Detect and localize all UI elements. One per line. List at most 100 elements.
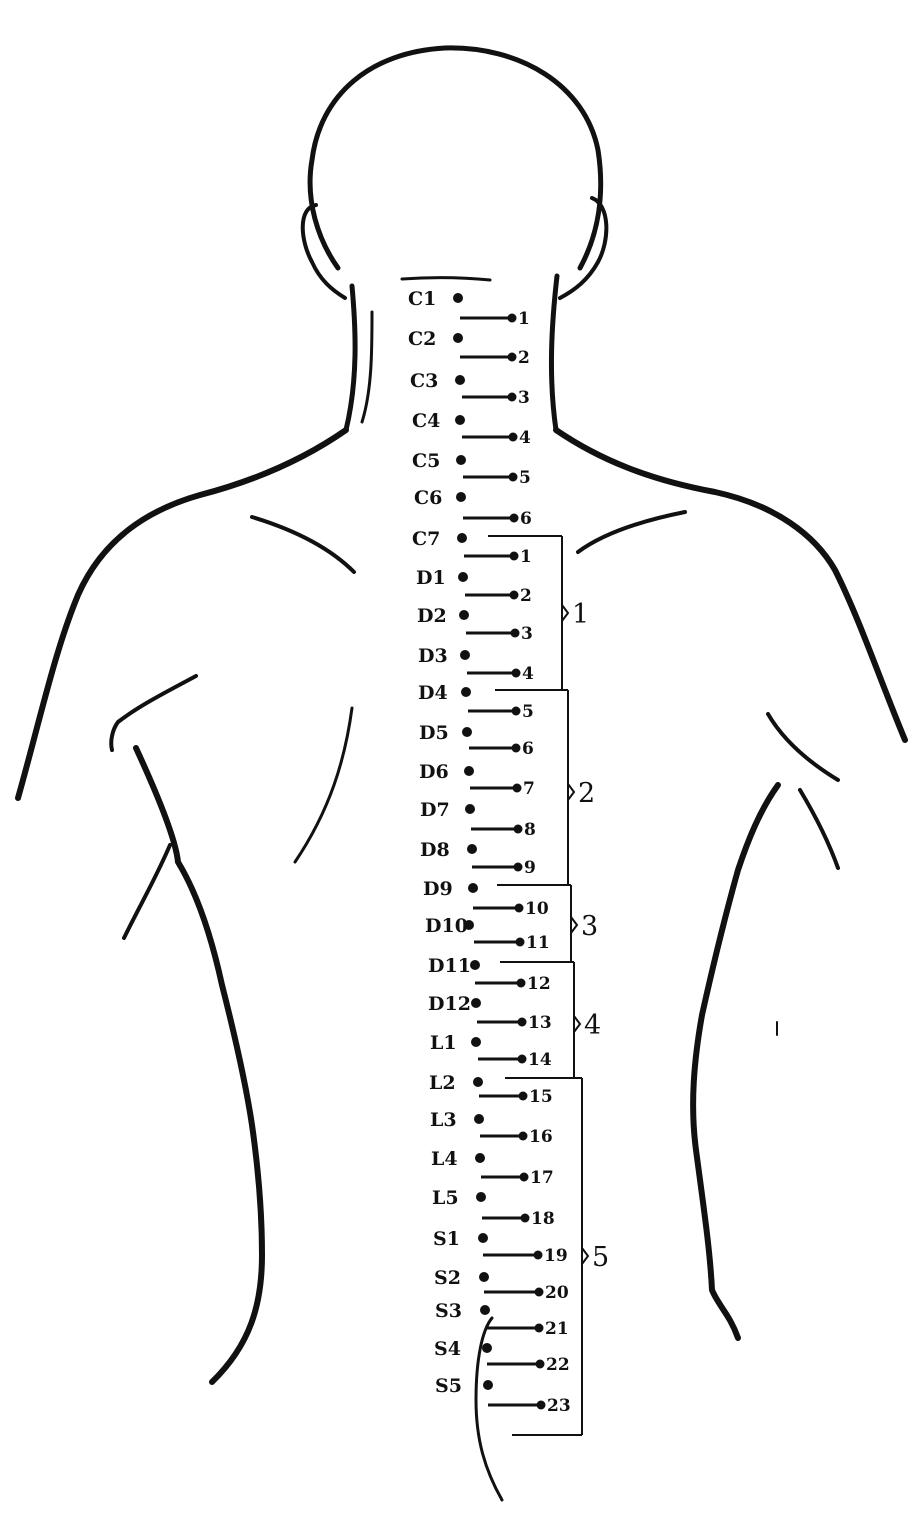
point-dot-21 <box>519 1092 528 1101</box>
vertebra-dot-l3 <box>474 1114 484 1124</box>
point-label-29: 23 <box>547 1396 571 1416</box>
point-dot-8 <box>510 591 519 600</box>
nape-line <box>402 278 490 280</box>
group-label-1: 1 <box>572 599 589 630</box>
point-dot-29 <box>537 1401 546 1410</box>
vertebra-label-c3: C3 <box>410 370 438 392</box>
point-dot-17 <box>516 938 525 947</box>
vertebra-label-l1: L1 <box>430 1032 457 1054</box>
point-label-7: 1 <box>520 547 532 567</box>
point-label-20: 14 <box>528 1050 552 1070</box>
point-label-14: 8 <box>524 820 536 840</box>
point-label-12: 6 <box>522 739 534 759</box>
neck-left-inner-line <box>362 312 372 422</box>
vertebra-dot-d11 <box>470 960 480 970</box>
vertebra-dot-d8 <box>467 844 477 854</box>
left-ear-outline <box>303 205 345 298</box>
point-dot-22 <box>519 1132 528 1141</box>
point-label-19: 13 <box>528 1013 552 1033</box>
group-label-2: 2 <box>578 778 595 809</box>
vertebra-dot-d9 <box>468 883 478 893</box>
vertebra-dot-s5 <box>483 1380 493 1390</box>
vertebra-dot-c1 <box>453 293 463 303</box>
point-label-2: 2 <box>518 348 530 368</box>
point-dot-20 <box>518 1055 527 1064</box>
point-label-10: 4 <box>522 664 534 684</box>
vertebra-label-d1: D1 <box>416 567 446 589</box>
left-trapezius-line <box>252 517 354 572</box>
point-dot-18 <box>517 979 526 988</box>
neck-right-outline <box>551 276 557 430</box>
vertebra-label-c6: C6 <box>414 487 442 509</box>
point-label-13: 7 <box>523 779 535 799</box>
point-label-28: 22 <box>546 1355 570 1375</box>
vertebra-dot-s2 <box>479 1272 489 1282</box>
point-label-23: 17 <box>530 1168 554 1188</box>
point-label-5: 5 <box>519 468 531 488</box>
point-label-3: 3 <box>518 388 530 408</box>
right-shoulder-outline <box>556 430 905 740</box>
point-dot-24 <box>521 1214 530 1223</box>
point-dot-27 <box>535 1324 544 1333</box>
vertebra-label-l4: L4 <box>431 1148 458 1170</box>
point-dot-15 <box>514 863 523 872</box>
point-label-9: 3 <box>521 624 533 644</box>
point-label-6: 6 <box>520 509 532 529</box>
point-dot-6 <box>510 514 519 523</box>
vertebra-label-s4: S4 <box>434 1338 461 1360</box>
point-dot-16 <box>515 904 524 913</box>
head-outline <box>310 48 601 268</box>
body-outline <box>18 48 905 1500</box>
point-dot-26 <box>535 1288 544 1297</box>
vertebra-label-d8: D8 <box>420 839 450 861</box>
point-dot-13 <box>513 784 522 793</box>
spine-dots <box>453 293 493 1390</box>
point-label-27: 21 <box>545 1319 569 1339</box>
point-dot-5 <box>509 473 518 482</box>
vertebra-dot-d12 <box>471 998 481 1008</box>
point-label-16: 10 <box>525 899 549 919</box>
neck-left-outline <box>346 286 355 430</box>
left-shoulder-outline <box>18 430 346 798</box>
point-label-1: 1 <box>518 309 530 329</box>
point-dot-14 <box>514 825 523 834</box>
vertebra-label-l5: L5 <box>432 1187 459 1209</box>
vertebra-label-s3: S3 <box>435 1300 462 1322</box>
vertebra-label-d5: D5 <box>419 722 449 744</box>
vertebra-dot-c3 <box>455 375 465 385</box>
vertebra-label-d2: D2 <box>417 605 447 627</box>
vertebra-label-c7: C7 <box>412 528 440 550</box>
vertebra-dot-d7 <box>465 804 475 814</box>
vertebra-dot-d1 <box>458 572 468 582</box>
point-dot-1 <box>508 314 517 323</box>
point-dot-19 <box>518 1018 527 1027</box>
vertebra-dot-l1 <box>471 1037 481 1047</box>
vertebra-dot-c4 <box>455 415 465 425</box>
vertebra-label-l2: L2 <box>429 1072 456 1094</box>
vertebra-label-c5: C5 <box>412 450 440 472</box>
vertebra-dot-l4 <box>475 1153 485 1163</box>
vertebra-label-c2: C2 <box>408 328 436 350</box>
vertebra-dot-d3 <box>460 650 470 660</box>
right-torso-outline <box>693 785 778 1338</box>
right-arm-inner-line <box>800 790 838 868</box>
vertebra-label-c1: C1 <box>408 288 436 310</box>
point-label-17: 11 <box>526 933 550 953</box>
vertebra-dot-s3 <box>480 1305 490 1315</box>
vertebra-dot-c2 <box>453 333 463 343</box>
point-dot-23 <box>520 1173 529 1182</box>
point-dot-12 <box>512 744 521 753</box>
group-label-4: 4 <box>584 1010 601 1041</box>
point-dot-11 <box>512 707 521 716</box>
vertebra-label-d10: D10 <box>425 915 468 937</box>
group-label-3: 3 <box>581 911 598 942</box>
vertebra-labels: C1C2C3C4C5C6C7D1D2D3D4D5D6D7D8D9D10D11D1… <box>408 288 471 1397</box>
left-arm-inner-line <box>124 845 170 938</box>
group-label-5: 5 <box>592 1242 609 1273</box>
vertebra-label-d6: D6 <box>419 761 449 783</box>
point-dot-3 <box>508 393 517 402</box>
point-dot-7 <box>510 552 519 561</box>
vertebra-label-l3: L3 <box>430 1109 457 1131</box>
vertebra-dot-d2 <box>459 610 469 620</box>
point-dot-2 <box>508 353 517 362</box>
